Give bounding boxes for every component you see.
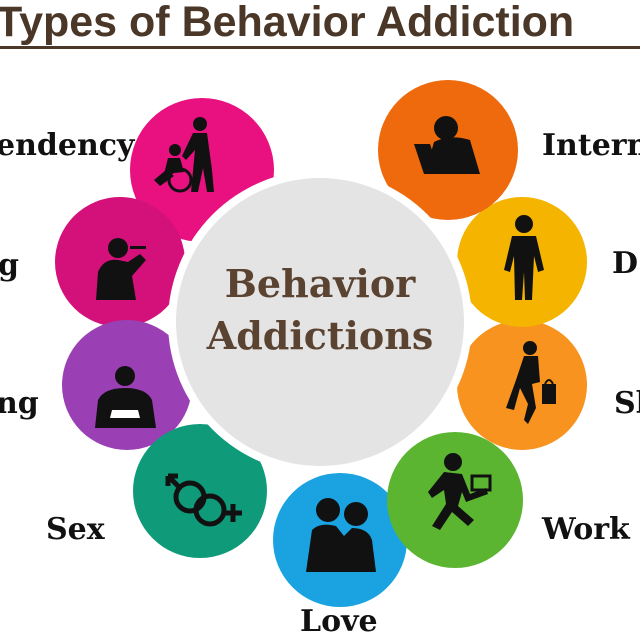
petal-love: [273, 473, 407, 607]
center-title: Behavior Addictions: [180, 258, 460, 362]
label-shopping-right: Sh: [614, 386, 640, 421]
smoking-person-icon: [96, 238, 146, 300]
petal-drugs: [457, 197, 587, 327]
center-title-line2: Addictions: [206, 313, 434, 358]
label-work: Work: [542, 512, 630, 547]
wheelchair-caregiver-icon: [154, 117, 214, 193]
petal-gambling: [55, 197, 185, 327]
title-underline: [0, 46, 640, 49]
label-gambling: g: [0, 248, 19, 283]
shopping-woman-icon: [506, 341, 556, 424]
running-businessman-icon: [428, 453, 492, 530]
gender-symbols-icon: [165, 473, 242, 527]
kissing-couple-icon: [306, 498, 376, 572]
label-love: Love: [300, 604, 378, 639]
petal-work: [387, 432, 523, 568]
card-player-icon: [95, 366, 156, 428]
standing-man-icon: [504, 215, 544, 300]
page-title: Types of Behavior Addiction: [0, 0, 575, 46]
label-sex: Sex: [46, 512, 105, 547]
petal-gaming: [62, 320, 192, 450]
center-circle: [176, 178, 464, 466]
center-title-line1: Behavior: [224, 261, 416, 306]
label-internet: Intern: [542, 128, 640, 163]
petal-internet: [378, 80, 518, 220]
petal-sex: [133, 424, 267, 558]
label-shopping-left: ng: [0, 386, 39, 421]
petal-shopping: [457, 320, 587, 450]
laptop-user-icon: [414, 116, 480, 174]
label-drugs: D: [612, 246, 639, 281]
label-dependency: endency: [0, 128, 135, 163]
